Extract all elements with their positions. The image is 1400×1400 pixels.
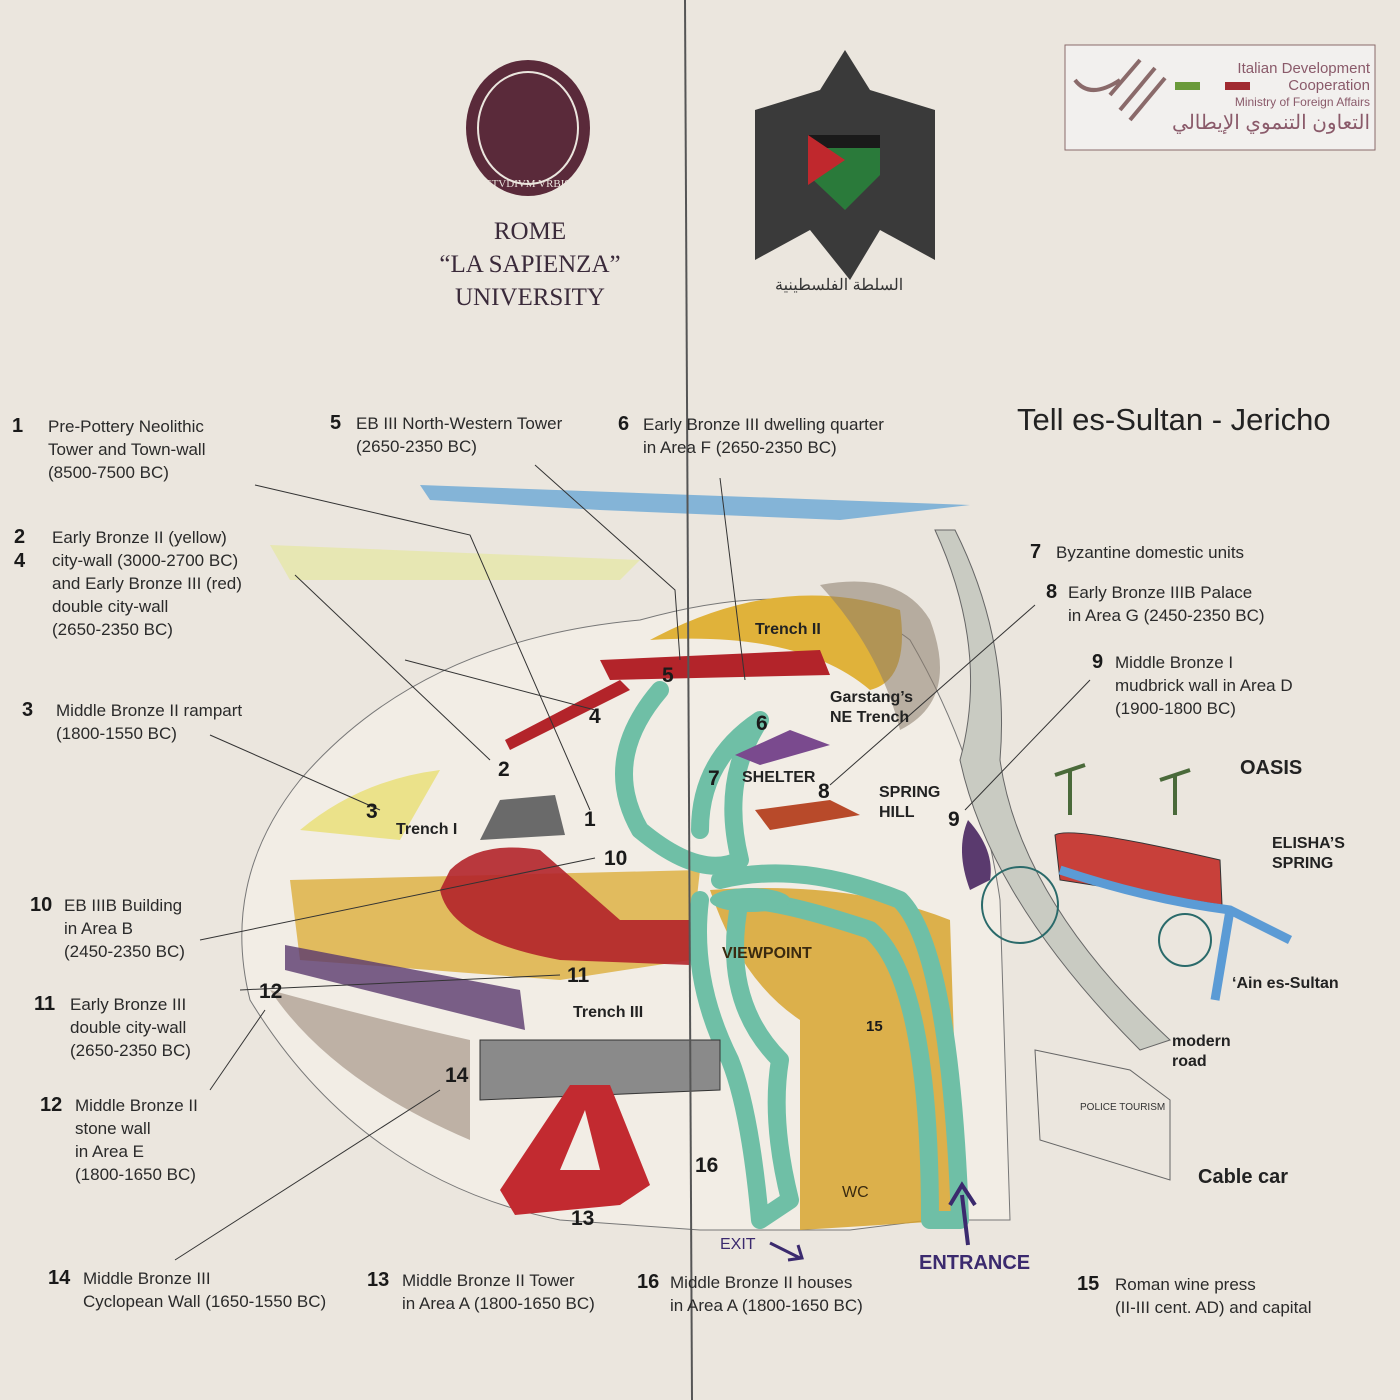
label-police: POLICE TOURISM [1080,1102,1166,1113]
tower-1 [480,795,565,840]
marker-8: 8 [818,780,830,803]
label-viewpoint: VIEWPOINT [722,945,812,962]
marker-12: 12 [259,980,283,1003]
yellow-rampart [300,770,440,840]
wall-4 [505,680,630,750]
tree [981,866,1059,944]
label-ain-es-sultan: ‘Ain es-Sultan [1232,975,1339,992]
board-seam [684,0,693,1400]
wall-12 [285,945,525,1030]
label-cable-car: Cable car [1198,1166,1289,1188]
cooperation-logo-text: Italian Development Cooperation Ministry… [1172,60,1370,134]
marker-6: 6 [756,712,768,735]
marker-7: 7 [708,767,720,790]
modern-road [934,529,1171,1051]
shelter-roof [735,730,830,765]
marker-13: 13 [571,1207,595,1230]
palm-tree [1054,763,1191,815]
label-exit: EXIT [720,1236,756,1253]
eagle-emblem-caption: السلطة الفلسطينية [775,277,904,294]
viewpoint-platform [710,888,790,912]
ain-es-sultan-stream [1058,865,1293,1001]
leader-lines [174,464,1091,1261]
marker-10: 10 [604,847,628,870]
palace-8 [755,800,860,830]
sapienza-seal [466,60,590,196]
label-entrance: ENTRANCE [919,1252,1031,1274]
brown-slope [820,581,940,730]
cooperation-logo-box [1064,44,1376,151]
marker-3: 3 [366,800,378,823]
label-shelter: SHELTER [742,769,816,786]
police-building [1034,1049,1171,1181]
tree [1158,913,1212,967]
hill-stroke [270,545,640,580]
sky-stroke [420,485,970,520]
marker-1: 1 [584,808,596,831]
ne-tower-wall [600,650,830,680]
marker-15: 15 [866,1018,883,1035]
map-title: Tell es-Sultan - Jericho [1017,402,1331,437]
ochre-north [650,595,902,690]
wall-9 [961,820,991,890]
marker-5: 5 [662,664,674,687]
marker-16: 16 [695,1154,719,1177]
elisha-spring-building [1054,832,1223,906]
label-trench-2: Trench II [755,621,821,638]
tower-13 [500,1085,650,1215]
label-wc: WC [842,1184,869,1201]
label-trench-3: Trench III [573,1004,644,1021]
exit-arrow-icon [769,1241,804,1262]
label-oasis: OASIS [1240,757,1303,779]
entrance-arrow-icon [948,1181,977,1246]
marker-9: 9 [948,808,960,831]
university-seal-text: STVDIVM VRBIS [485,178,571,190]
university-name: ROME “LA SAPIENZA” UNIVERSITY [439,218,621,311]
wall-14 [479,1039,721,1101]
marker-11: 11 [567,964,590,987]
marker-14: 14 [445,1064,469,1087]
marker-4: 4 [589,705,601,728]
marker-2: 2 [498,758,510,781]
label-trench-1: Trench I [396,821,458,838]
